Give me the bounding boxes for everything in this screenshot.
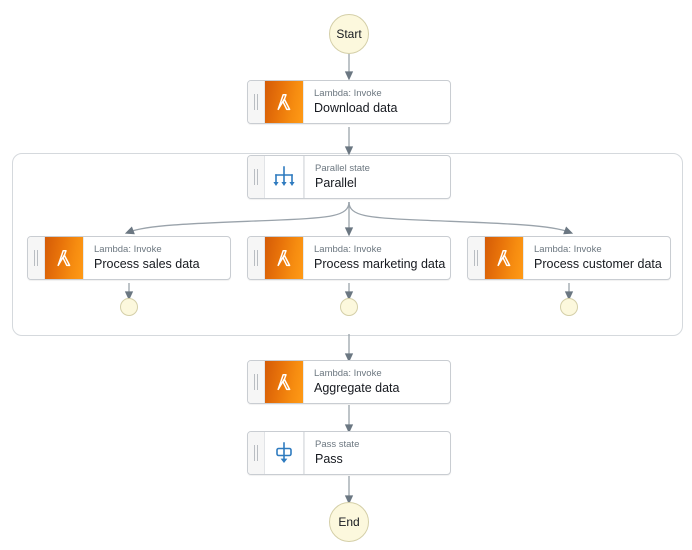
state-labels: Lambda: Invoke Process marketing data bbox=[303, 237, 450, 279]
drag-handle[interactable] bbox=[248, 81, 265, 123]
state-labels: Lambda: Invoke Aggregate data bbox=[303, 361, 450, 403]
lambda-icon bbox=[265, 237, 303, 279]
drag-handle[interactable] bbox=[248, 156, 265, 198]
state-title: Parallel bbox=[315, 176, 357, 190]
state-subtitle: Lambda: Invoke bbox=[314, 244, 382, 255]
state-node-parallel[interactable]: Parallel state Parallel bbox=[247, 155, 451, 199]
end-node[interactable]: End bbox=[329, 502, 369, 542]
state-subtitle: Parallel state bbox=[315, 163, 370, 174]
drag-handle[interactable] bbox=[468, 237, 485, 279]
state-subtitle: Lambda: Invoke bbox=[314, 368, 382, 379]
state-labels: Parallel state Parallel bbox=[304, 156, 450, 198]
state-subtitle: Lambda: Invoke bbox=[534, 244, 602, 255]
state-title: Pass bbox=[315, 452, 343, 466]
state-title: Process sales data bbox=[94, 257, 200, 271]
state-node-process-customer-data[interactable]: Lambda: Invoke Process customer data bbox=[467, 236, 671, 280]
state-subtitle: Pass state bbox=[315, 439, 360, 450]
state-node-process-sales-data[interactable]: Lambda: Invoke Process sales data bbox=[27, 236, 231, 280]
lambda-icon bbox=[265, 361, 303, 403]
state-labels: Lambda: Invoke Download data bbox=[303, 81, 450, 123]
state-labels: Lambda: Invoke Process customer data bbox=[523, 237, 670, 279]
state-labels: Pass state Pass bbox=[304, 432, 450, 474]
state-node-process-marketing-data[interactable]: Lambda: Invoke Process marketing data bbox=[247, 236, 451, 280]
parallel-icon bbox=[265, 156, 304, 198]
drag-handle[interactable] bbox=[248, 361, 265, 403]
state-node-pass[interactable]: Pass state Pass bbox=[247, 431, 451, 475]
lambda-icon bbox=[45, 237, 83, 279]
state-subtitle: Lambda: Invoke bbox=[314, 88, 382, 99]
pass-icon bbox=[265, 432, 304, 474]
state-node-aggregate-data[interactable]: Lambda: Invoke Aggregate data bbox=[247, 360, 451, 404]
lambda-icon bbox=[265, 81, 303, 123]
drag-handle[interactable] bbox=[248, 237, 265, 279]
branch-end-node-sales[interactable] bbox=[120, 298, 138, 316]
state-title: Aggregate data bbox=[314, 381, 400, 395]
start-node[interactable]: Start bbox=[329, 14, 369, 54]
drag-handle[interactable] bbox=[248, 432, 265, 474]
lambda-icon bbox=[485, 237, 523, 279]
branch-end-node-marketing[interactable] bbox=[340, 298, 358, 316]
state-title: Process marketing data bbox=[314, 257, 446, 271]
state-subtitle: Lambda: Invoke bbox=[94, 244, 162, 255]
edge-parallel-to-sales bbox=[124, 201, 350, 235]
state-title: Process customer data bbox=[534, 257, 662, 271]
edge-parallel-to-customer bbox=[348, 201, 574, 235]
state-labels: Lambda: Invoke Process sales data bbox=[83, 237, 230, 279]
drag-handle[interactable] bbox=[28, 237, 45, 279]
branch-end-node-customer[interactable] bbox=[560, 298, 578, 316]
state-title: Download data bbox=[314, 101, 398, 115]
state-node-download-data[interactable]: Lambda: Invoke Download data bbox=[247, 80, 451, 124]
